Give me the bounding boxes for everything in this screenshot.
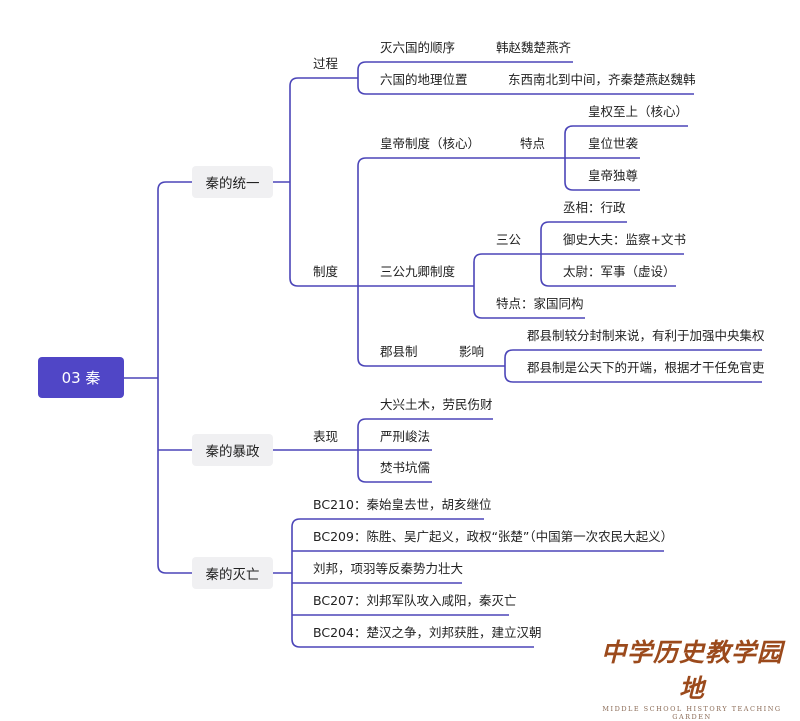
node-impact-item[interactable]: 郡县制较分封制来说，有利于加强中央集权: [527, 328, 765, 343]
node-fall[interactable]: 秦的灭亡: [192, 557, 273, 589]
node-geography-value[interactable]: 东西南北到中间，齐秦楚燕赵魏韩: [508, 72, 696, 87]
node-sangong-item[interactable]: 太尉：军事（虚设）: [563, 264, 676, 279]
connector-line: [289, 277, 358, 287]
node-geography[interactable]: 六国的地理位置: [380, 72, 468, 87]
connector-line: [157, 181, 192, 191]
node-feature-item[interactable]: 皇权至上（核心）: [588, 104, 689, 119]
node-label: 秦的灭亡: [205, 567, 260, 583]
root-node[interactable]: 03 秦: [38, 357, 124, 398]
node-tyranny-item[interactable]: 严刑峻法: [380, 429, 431, 444]
connector-line: [291, 518, 484, 528]
connector-line: [357, 85, 694, 95]
node-feature-item[interactable]: 皇帝独尊: [588, 168, 639, 183]
connector-line: [504, 349, 762, 359]
node-fall-item[interactable]: BC207：刘邦军队攻入咸阳，秦灭亡: [313, 593, 517, 608]
connector-line: [357, 357, 505, 367]
connector-line: [357, 473, 432, 483]
node-tyranny-item[interactable]: 大兴土木，劳民伤财: [380, 397, 493, 412]
connector-lines: [124, 61, 762, 648]
node-process[interactable]: 过程: [313, 56, 339, 71]
connector-line: [540, 221, 627, 231]
connector-line: [540, 277, 676, 287]
node-tyranny-item[interactable]: 焚书坑儒: [380, 460, 431, 475]
node-fall-item[interactable]: BC210：秦始皇去世，胡亥继位: [313, 497, 492, 512]
watermark-logo: 中学历史教学园地 MIDDLE SCHOOL HISTORY TEACHING …: [592, 633, 792, 721]
connector-line: [564, 125, 688, 135]
node-sangong[interactable]: 三公: [496, 232, 522, 247]
watermark-en: MIDDLE SCHOOL HISTORY TEACHING GARDEN: [602, 705, 782, 721]
node-counties[interactable]: 郡县制: [380, 344, 418, 359]
node-fall-item[interactable]: BC209：陈胜、吴广起义，政权“张楚”（中国第一次农民大起义）: [313, 529, 674, 544]
connector-line: [564, 181, 640, 191]
node-sangong-item[interactable]: 丞相：行政: [563, 200, 626, 215]
node-label: 秦的暴政: [205, 444, 260, 460]
node-counties-impact[interactable]: 影响: [459, 344, 485, 359]
node-sangong-item[interactable]: 御史大夫：监察+文书: [563, 232, 686, 247]
node-fall-item[interactable]: 刘邦，项羽等反秦势力壮大: [313, 561, 464, 576]
connector-line: [357, 157, 565, 167]
connector-line: [157, 564, 192, 574]
node-manifest[interactable]: 表现: [313, 429, 339, 444]
node-emperor-system[interactable]: 皇帝制度（核心）: [380, 136, 481, 151]
node-impact-item[interactable]: 郡县制是公天下的开端，根据才干任免官吏: [527, 360, 765, 375]
node-unification[interactable]: 秦的统一: [192, 166, 273, 198]
node-officials[interactable]: 三公九卿制度: [380, 264, 456, 279]
node-feature-item[interactable]: 皇位世袭: [588, 136, 639, 151]
connector-line: [473, 253, 541, 263]
connector-line: [289, 77, 358, 87]
connector-line: [291, 638, 534, 648]
node-conquest-order[interactable]: 灭六国的顺序: [380, 40, 456, 55]
node-conquest-order-value[interactable]: 韩赵魏楚燕齐: [496, 40, 572, 55]
node-emperor-feature[interactable]: 特点: [520, 136, 546, 151]
node-officials-feature[interactable]: 特点：家国同构: [496, 296, 584, 311]
node-fall-item[interactable]: BC204：楚汉之争，刘邦获胜，建立汉朝: [313, 625, 542, 640]
watermark-cn: 中学历史教学园地: [600, 638, 783, 703]
connector-line: [357, 418, 493, 428]
node-tyranny[interactable]: 秦的暴政: [192, 434, 273, 466]
node-label: 秦的统一: [205, 176, 260, 192]
connector-line: [357, 61, 573, 71]
node-system[interactable]: 制度: [313, 264, 339, 279]
root-label: 03 秦: [61, 369, 101, 387]
connector-line: [504, 373, 762, 383]
connector-line: [473, 309, 585, 319]
